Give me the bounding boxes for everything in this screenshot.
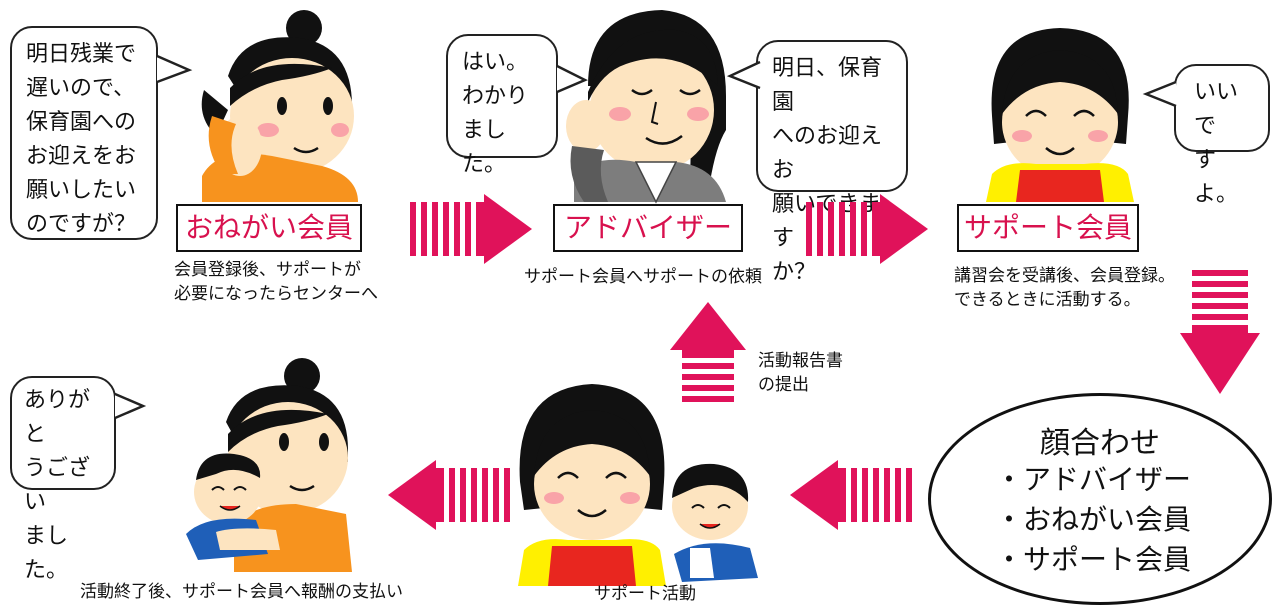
meeting-item-advisor: ・アドバイザー [995, 463, 1192, 496]
role-label-supporter: サポート会員 [957, 204, 1139, 252]
bubble-line: ました。 [462, 118, 507, 177]
meeting-ellipse: 顔合わせ ・アドバイザー ・おねがい会員 ・サポート会員 [928, 393, 1272, 605]
meeting-title: 顔合わせ [1040, 426, 1160, 461]
arrow-left-1 [790, 460, 912, 530]
bubble-tail [726, 60, 761, 90]
bubble-line: すよ。 [1194, 148, 1239, 207]
speech-bubble-thanks: ありがと うござい ました。 [10, 376, 116, 583]
bubble-tail [556, 64, 588, 94]
caption-payment: 活動終了後、サポート会員へ報酬の支払い [80, 582, 403, 602]
meeting-item-requester: ・おねがい会員 [995, 503, 1192, 536]
mother-with-child-illustration [186, 358, 352, 572]
caption-line: の提出 [758, 375, 809, 395]
caption-advisor: サポート会員へサポートの依頼 [524, 267, 762, 287]
bubble-line: のですが？ [26, 212, 137, 237]
arrow-right-2 [806, 194, 928, 264]
support-member-illustration [986, 28, 1134, 202]
bubble-line: 明日、保育園 [772, 56, 883, 115]
bubble-line: わかり [462, 84, 529, 109]
bubble-line: お迎えをお [26, 144, 137, 169]
bubble-tail [114, 392, 147, 420]
bubble-line: いいで [1194, 80, 1239, 139]
bubble-line: ありがと [24, 388, 91, 447]
speech-bubble-advisor-reply: はい。 わかり ました。 [446, 34, 558, 177]
caption-activity: サポート活動 [594, 584, 696, 604]
speech-bubble-advisor-ask: 明日、保育園 へのお迎えお 願いできます か？ [756, 40, 908, 285]
bubble-line: ました。 [24, 524, 69, 583]
bubble-line: 明日残業で [26, 42, 137, 67]
caption-requester: 会員登録後、サポートが 必要になったらセンターへ [174, 258, 378, 306]
speech-bubble-support-reply: いいで すよ。 [1174, 64, 1270, 207]
bubble-line: はい。 [462, 50, 529, 75]
caption-report: 活動報告書 の提出 [758, 349, 843, 397]
caption-line: 講習会を受講後、会員登録。 [954, 266, 1175, 286]
advisor-illustration [566, 10, 726, 204]
caption-supporter: 講習会を受講後、会員登録。 できるときに活動する。 [954, 264, 1175, 312]
caption-line: 必要になったらセンターへ [174, 284, 378, 304]
meeting-item-supporter: ・サポート会員 [995, 543, 1192, 576]
speech-bubble-request: 明日残業で 遅いので、 保育園への お迎えをお 願いしたい のですが？ [10, 26, 158, 240]
role-label-advisor: アドバイザー [553, 204, 743, 252]
caption-line: 活動報告書 [758, 351, 843, 371]
arrow-up [670, 302, 746, 402]
bubble-line: 願いしたい [26, 178, 137, 203]
arrow-left-2 [388, 460, 510, 530]
role-label-requester: おねがい会員 [176, 204, 362, 252]
arrow-right-1 [410, 194, 532, 264]
bubble-tail [1142, 80, 1177, 108]
bubble-line: へのお迎えお [772, 124, 883, 183]
bubble-line: 遅いので、 [26, 76, 136, 101]
caption-line: できるときに活動する。 [954, 290, 1141, 310]
bubble-line: うござい [24, 456, 91, 515]
bubble-tail [156, 54, 193, 84]
caption-line: 会員登録後、サポートが [174, 260, 361, 280]
bubble-line: 保育園への [26, 110, 137, 135]
bubble-line: か？ [772, 260, 817, 285]
support-activity-illustration [518, 384, 758, 586]
meeting-participants: ・アドバイザー ・おねがい会員 ・サポート会員 [995, 460, 1191, 580]
arrow-down [1180, 270, 1260, 394]
requester-mother-illustration [201, 10, 358, 202]
